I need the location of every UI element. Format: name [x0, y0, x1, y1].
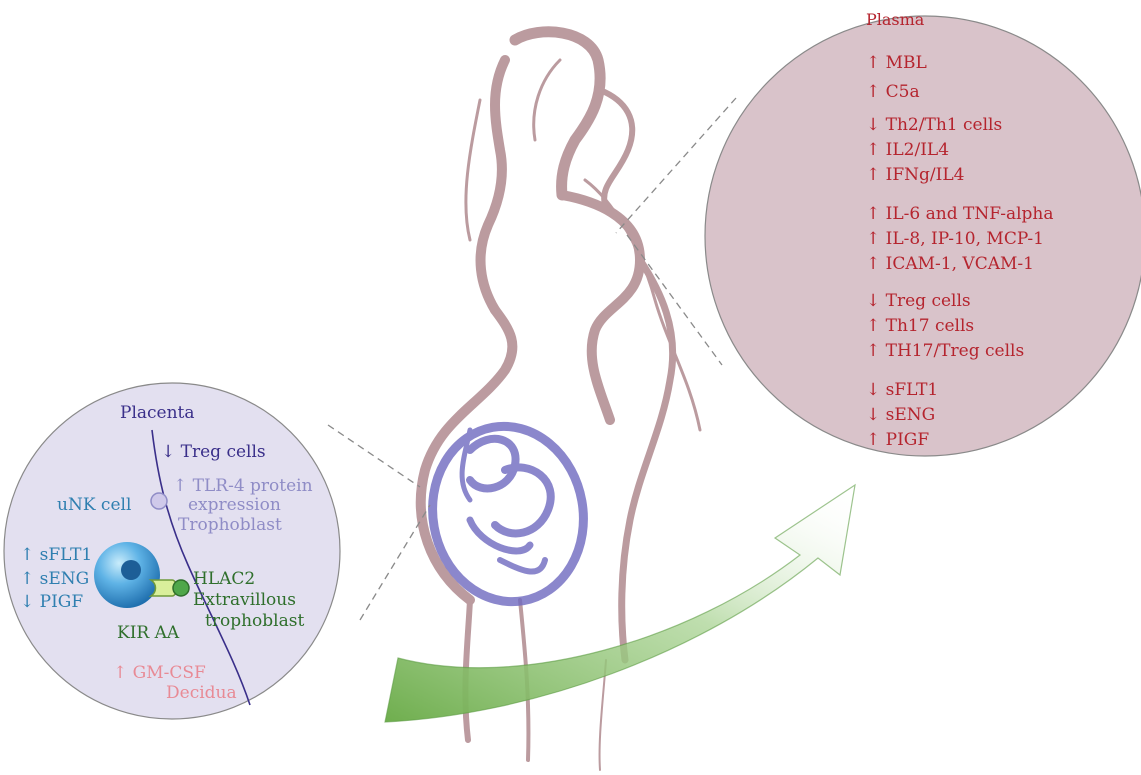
plasma-item: ↑ IFNg/IL4	[866, 165, 964, 185]
placenta-heading: Placenta	[120, 403, 195, 423]
plasma-item: ↓ sENG	[866, 405, 935, 425]
plasma-item: ↑ IL-6 and TNF-alpha	[866, 204, 1054, 224]
unk-marker: ↓ PIGF	[20, 592, 83, 612]
gmcsf-label: ↑ GM-CSF	[113, 663, 206, 683]
plasma-heading: Plasma	[866, 10, 925, 29]
tlr-line: Trophoblast	[178, 515, 282, 535]
plasma-item: ↓ Th2/Th1 cells	[866, 115, 1002, 135]
tlr-line: ↑ TLR-4 protein	[173, 476, 313, 496]
plasma-item: ↑ PIGF	[866, 430, 929, 450]
hlac2-molecule	[173, 580, 189, 596]
unk-nucleus	[121, 560, 141, 580]
decidua-label: Decidua	[166, 683, 237, 703]
hlac-line: Extravillous	[193, 590, 296, 610]
plasma-item: ↑ MBL	[866, 53, 927, 73]
kir-label: KIR AA	[117, 623, 180, 643]
plasma-item: ↓ sFLT1	[866, 380, 938, 400]
tlr-line: expression	[188, 495, 281, 515]
plasma-item: ↑ IL2/IL4	[866, 140, 949, 160]
plasma-item: ↑ TH17/Treg cells	[866, 341, 1024, 361]
plasma-item: ↑ Th17 cells	[866, 316, 974, 336]
plasma-item: ↑ ICAM-1, VCAM-1	[866, 254, 1034, 274]
hlac-line: HLAC2	[193, 569, 255, 589]
trophoblast-cell	[151, 493, 167, 509]
unk-marker: ↑ sENG	[20, 569, 89, 589]
placenta-treg: ↓ Treg cells	[161, 442, 266, 462]
pregnant-woman-silhouette	[421, 32, 700, 770]
plasma-item: ↓ Treg cells	[866, 291, 971, 311]
plasma-item: ↑ IL-8, IP-10, MCP-1	[866, 229, 1044, 249]
hlac-line: trophoblast	[205, 611, 304, 631]
unk-marker: ↑ sFLT1	[20, 545, 92, 565]
plasma-item: ↑ C5a	[866, 82, 920, 102]
unk-label: uNK cell	[57, 495, 131, 515]
